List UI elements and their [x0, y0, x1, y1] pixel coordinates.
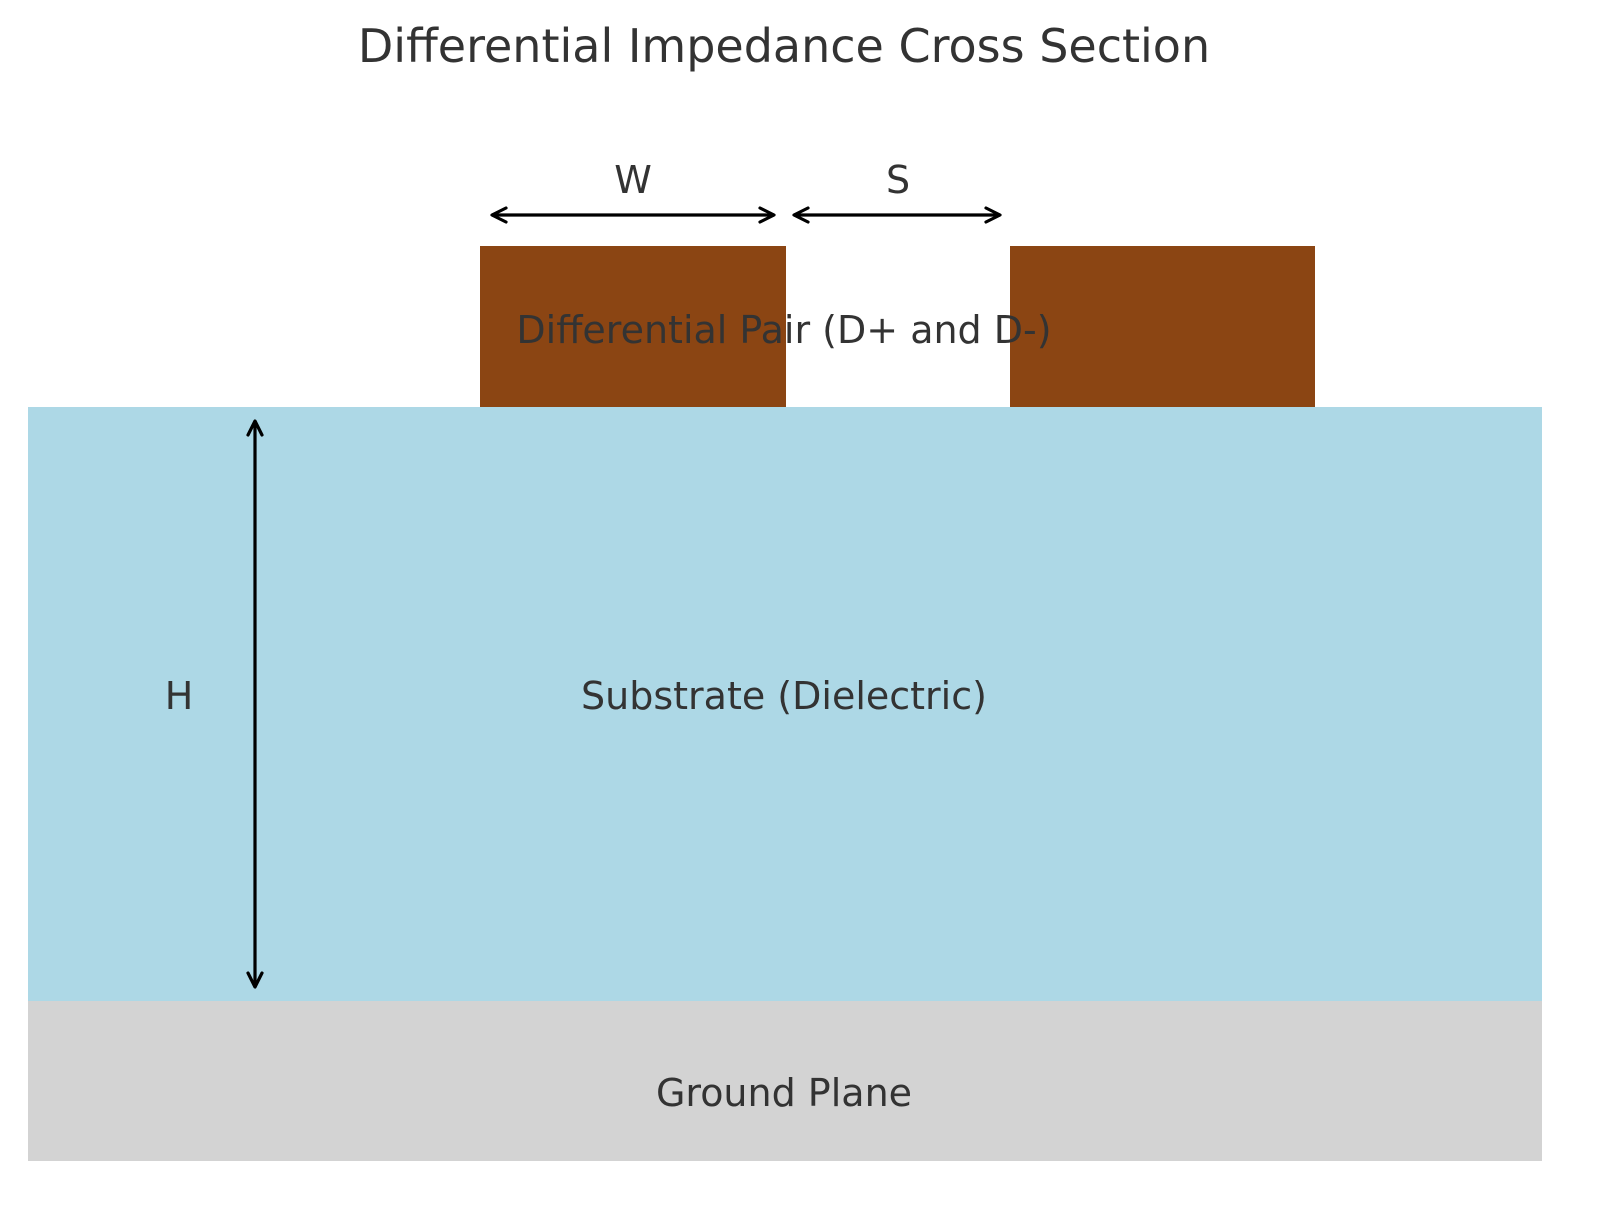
ground-plane-label: Ground Plane	[656, 1071, 912, 1115]
width-label: W	[614, 158, 652, 202]
differential-pair-label: Differential Pair (D+ and D-)	[516, 308, 1051, 352]
height-label: H	[165, 674, 194, 718]
diagram-title: Differential Impedance Cross Section	[358, 19, 1210, 73]
spacing-label: S	[886, 158, 910, 202]
trace-d-minus	[1010, 246, 1315, 407]
ground-plane-layer	[28, 1001, 1542, 1161]
substrate-layer	[28, 407, 1542, 1001]
substrate-label: Substrate (Dielectric)	[581, 674, 987, 718]
trace-d-plus	[480, 246, 786, 407]
